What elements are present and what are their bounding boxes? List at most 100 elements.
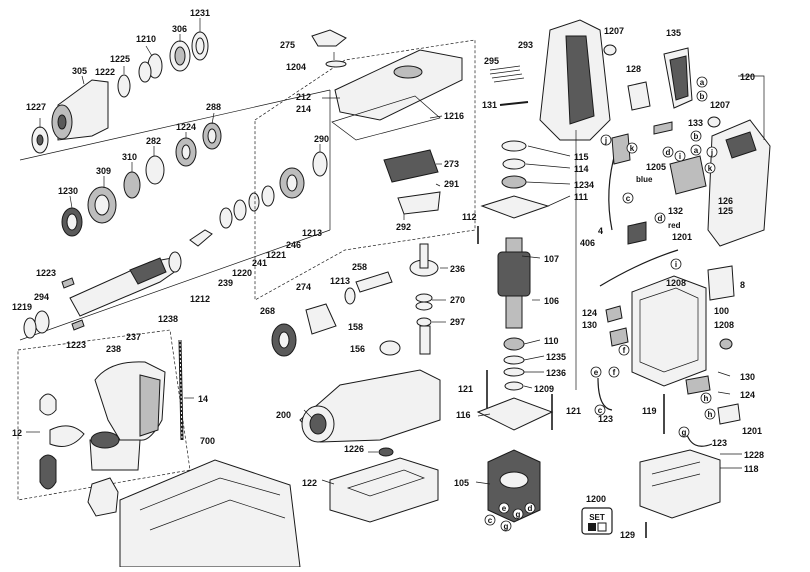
label-112: 112 (462, 212, 477, 222)
connection-letters: a b b a j k d i j k c d i f e f h h g (484, 76, 718, 532)
leader-lines (26, 18, 765, 485)
letter-k2: k (708, 164, 713, 173)
label-212: 212 (296, 92, 311, 102)
label-246: 246 (286, 240, 301, 250)
part-bearing-1234 (501, 175, 527, 189)
label-200: 200 (276, 410, 291, 420)
label-126: 126 (718, 196, 733, 206)
part-cover-212 (334, 49, 463, 121)
motor-armature-assembly (476, 130, 577, 523)
part-handle-120 (707, 119, 771, 247)
label-115: 115 (574, 152, 589, 162)
part-132 (627, 221, 647, 245)
label-1224: 1224 (176, 122, 196, 132)
part-246 (261, 185, 275, 207)
label-238: 238 (106, 344, 121, 354)
label-123b: 123 (712, 438, 727, 448)
label-1231: 1231 (190, 8, 210, 18)
label-239: 239 (218, 278, 233, 288)
label-290: 290 (314, 134, 329, 144)
part-wire-123b (685, 431, 713, 447)
label-1225: 1225 (110, 54, 130, 64)
label-1213a: 1213 (302, 228, 322, 238)
label-288: 288 (206, 102, 221, 112)
part-base-122 (329, 457, 439, 523)
label-1207b: 1207 (710, 100, 730, 110)
label-111: 111 (574, 192, 588, 202)
part-ring-1236 (503, 367, 525, 377)
part-number-labels: 1231 306 1210 1225 305 1222 1227 288 122… (12, 8, 764, 540)
chuck-assembly (19, 31, 331, 341)
label-214: 214 (296, 104, 311, 114)
label-1221: 1221 (266, 250, 286, 260)
label-106: 106 (544, 296, 559, 306)
letter-e2: e (502, 504, 507, 513)
part-case-700 (119, 459, 301, 568)
label-1219: 1219 (12, 302, 32, 312)
gear-cover-assembly (254, 29, 476, 523)
part-pin-158 (419, 325, 431, 355)
label-306: 306 (172, 24, 187, 34)
label-1201b: 1201 (742, 426, 762, 436)
label-295: 295 (484, 56, 499, 66)
part-ring-290 (312, 151, 328, 177)
carry-case (119, 459, 301, 568)
label-1223b: 1223 (66, 340, 86, 350)
part-wire-123a (597, 377, 613, 411)
letter-g3: g (504, 522, 509, 531)
label-297: 297 (450, 317, 465, 327)
label-1223a: 1223 (36, 268, 56, 278)
label-158: 158 (348, 322, 363, 332)
letter-c3: c (488, 516, 493, 525)
part-ring-1219 (23, 317, 37, 339)
part-ring-1235 (503, 355, 525, 365)
label-156: 156 (350, 344, 365, 354)
label-1234: 1234 (574, 180, 594, 190)
label-270: 270 (450, 295, 465, 305)
label-12: 12 (12, 428, 22, 438)
label-1201a: 1201 (672, 232, 692, 242)
label-135: 135 (666, 28, 681, 38)
label-1207a: 1207 (604, 26, 624, 36)
label-14: 14 (198, 394, 208, 404)
letter-g1: g (682, 428, 687, 437)
part-spring-295 (489, 65, 525, 83)
letter-h2: h (708, 410, 713, 419)
letter-i2: i (675, 260, 677, 269)
part-1221 (248, 192, 260, 212)
part-1223b (71, 319, 85, 331)
part-clamp-1 (39, 393, 57, 416)
label-700: 700 (200, 436, 215, 446)
label-116: 116 (456, 410, 471, 420)
label-105: 105 (454, 478, 469, 488)
part-1207a (603, 44, 617, 56)
label-1235: 1235 (546, 352, 566, 362)
label-130b: 130 (740, 372, 755, 382)
part-plate-291 (397, 191, 441, 215)
label-1204: 1204 (286, 62, 306, 72)
letter-j2: j (710, 148, 713, 157)
set-badge-text: SET (589, 513, 605, 522)
part-cap-118 (639, 449, 721, 519)
part-130a (609, 327, 629, 347)
label-123a: 123 (598, 414, 613, 424)
part-133 (653, 121, 673, 135)
label-282: 282 (146, 136, 161, 146)
label-1210: 1210 (136, 34, 156, 44)
label-1212: 1212 (190, 294, 210, 304)
letter-b1: b (700, 92, 705, 101)
part-1208b (719, 338, 733, 350)
part-clamp-3 (39, 454, 57, 490)
label-119: 119 (642, 406, 657, 416)
label-1227: 1227 (26, 102, 46, 112)
label-125: 125 (718, 206, 733, 216)
letter-f1: f (623, 346, 626, 355)
part-cap (87, 477, 119, 517)
label-1236: 1236 (546, 368, 566, 378)
part-ring-1209 (504, 381, 524, 391)
letter-h1: h (704, 394, 709, 403)
part-124b (685, 375, 711, 395)
part-wire-1201 (599, 249, 679, 287)
label-292: 292 (396, 222, 411, 232)
label-406: 406 (580, 238, 595, 248)
